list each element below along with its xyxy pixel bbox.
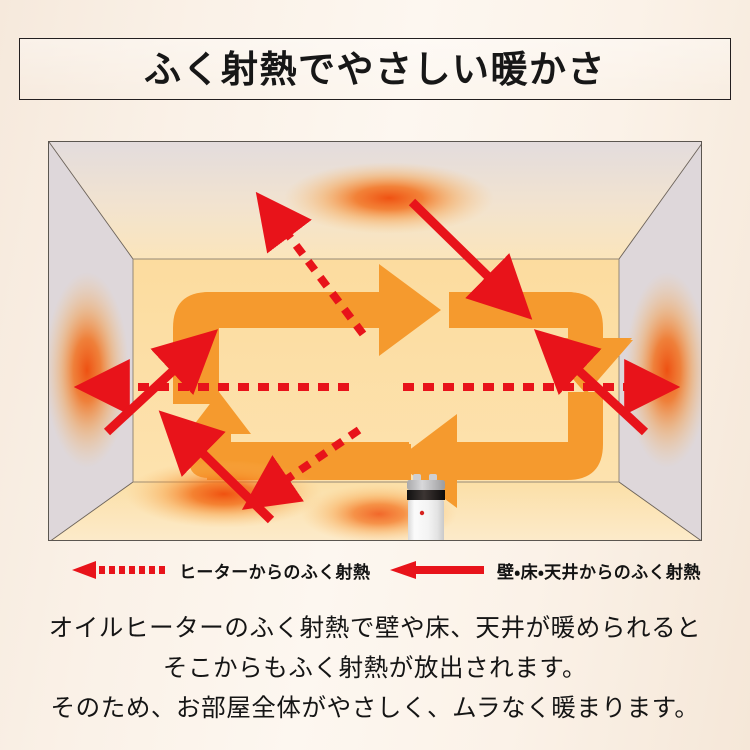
title-banner: ふく射熱でやさしい暖かさ: [19, 38, 731, 100]
room-perspective: [49, 142, 701, 540]
description-line-2: そこからもふく射熱が放出されます。: [162, 654, 588, 682]
glow-spots: [49, 162, 701, 540]
description-line-1: オイルヒーターのふく射熱で壁や床、天井が暖められると: [48, 615, 702, 642]
legend-heater-radiant-label: ヒーターからのふく射熱: [179, 562, 371, 582]
oil-heater: [398, 472, 454, 540]
dotted-left-arrow-icon: [72, 561, 165, 579]
solid-left-arrow-icon: [390, 561, 484, 579]
page-title: ふく射熱でやさしい暖かさ: [144, 48, 606, 90]
legend-surface-radiant: 壁・床・天井からのふく射熱: [390, 556, 701, 584]
radiant-heat-room-diagram: [48, 141, 702, 541]
legend-surface-radiant-label: 壁・床・天井からのふく射熱: [497, 562, 701, 582]
description-line-3: そのため、お部屋全体がやさしく、ムラなく暖まります。: [50, 694, 700, 722]
legend-heater-radiant: ヒーターからのふく射熱: [72, 556, 370, 584]
legend: ヒーターからのふく射熱 壁・床・天井からのふく射熱: [0, 552, 750, 592]
solid-radiant-arrows: [103, 198, 649, 524]
description-block: オイルヒーターのふく射熱で壁や床、天井が暖められると そこからもふく射熱が放出さ…: [0, 612, 750, 731]
